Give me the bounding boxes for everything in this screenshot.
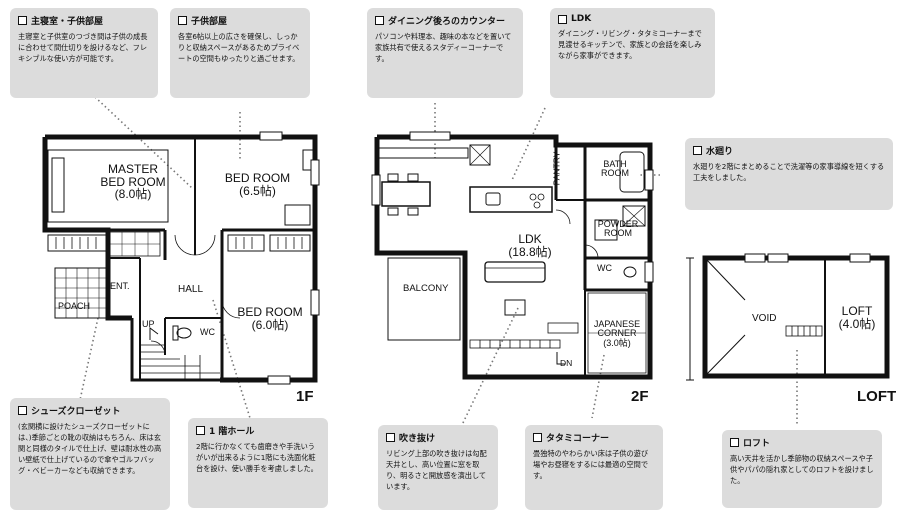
checkbox-icon [375,16,384,25]
master-bedroom-label: MASTER BED ROOM (8.0帖) [100,162,166,202]
floor-2-title: 2F [631,388,649,405]
callout-water: 水廻り 水廻りを2階にまとめることで洗濯等の家事導線を短くする工夫をしました。 [685,138,893,210]
hall-label: HALL [178,284,204,295]
checkbox-icon [18,406,27,415]
balcony-label: BALCONY [403,283,449,294]
pantry-label: PANTRY [551,151,562,186]
checkbox-icon [386,433,395,442]
loft-plan [686,253,890,381]
checkbox-icon [730,438,739,447]
checkbox-icon [693,146,702,155]
bath-room-label: BATH ROOM [601,159,629,179]
floor-2-plan [371,131,654,380]
checkbox-icon [178,16,187,25]
loft-label: LOFT (4.0帖) [838,304,876,331]
wc-label-2f: WC [597,263,612,273]
checkbox-icon [196,426,205,435]
bedroom-a-label: BED ROOM (6.5帖) [224,171,291,198]
callout-hall: 1 階ホール 2階に行かなくても歯磨きや手洗いうがいが出来るように1階にも洗面化… [188,418,328,508]
ldk-label: LDK (18.8帖) [508,232,552,259]
callout-master-kids: 主寝室・子供部屋 主寝室と子供室のつづき間は子供の成長に合わせて間仕切りを設ける… [10,8,158,98]
checkbox-icon [18,16,27,25]
japanese-corner-label: JAPANESE CORNER (3.0帖) [593,319,641,348]
callout-kids-room: 子供部屋 各室6帖以上の広さを確保し、しっかりと収納スペースがあるためプライベー… [170,8,310,98]
bedroom-b-label: BED ROOM (6.0帖) [237,305,303,332]
loft-title: LOFT [857,388,897,405]
callout-loft: ロフト 高い天井を活かし季節物の収納スペースや子供やパパの隠れ家としてのロフトを… [722,430,882,508]
up-label: UP [142,319,155,329]
checkbox-icon [533,433,542,442]
floor-1-title: 1F [296,388,314,405]
callout-shoes: シューズクローゼット (玄関横に設けたシューズクローゼットには、)季節ごとの靴の… [10,398,170,510]
callout-ldk: LDK ダイニング・リビング・タタミコーナーまで見渡せるキッチンで、家族との会話… [550,8,715,98]
callout-tatami: タタミコーナー 畳独特のやわらかい床は子供の遊び場やお昼寝をするには最適の空間で… [525,425,663,510]
callout-dining-counter: ダイニング後ろのカウンター パソコンや料理本、趣味の本などを置いて家族共有で使え… [367,8,523,98]
void-label: VOID [752,313,777,324]
callout-void: 吹き抜け リビング上部の吹き抜けは勾配天井とし、高い位置に窓を取り、明るさと開放… [378,425,498,510]
porch-label: POACH [58,301,91,311]
dn-label: DN [560,358,573,368]
floor-1-plan [42,131,320,385]
wc-label-1f: WC [200,327,215,337]
checkbox-icon [558,14,567,24]
powder-room-label: POWDER ROOM [597,219,639,239]
entrance-label: ENT. [110,281,130,291]
